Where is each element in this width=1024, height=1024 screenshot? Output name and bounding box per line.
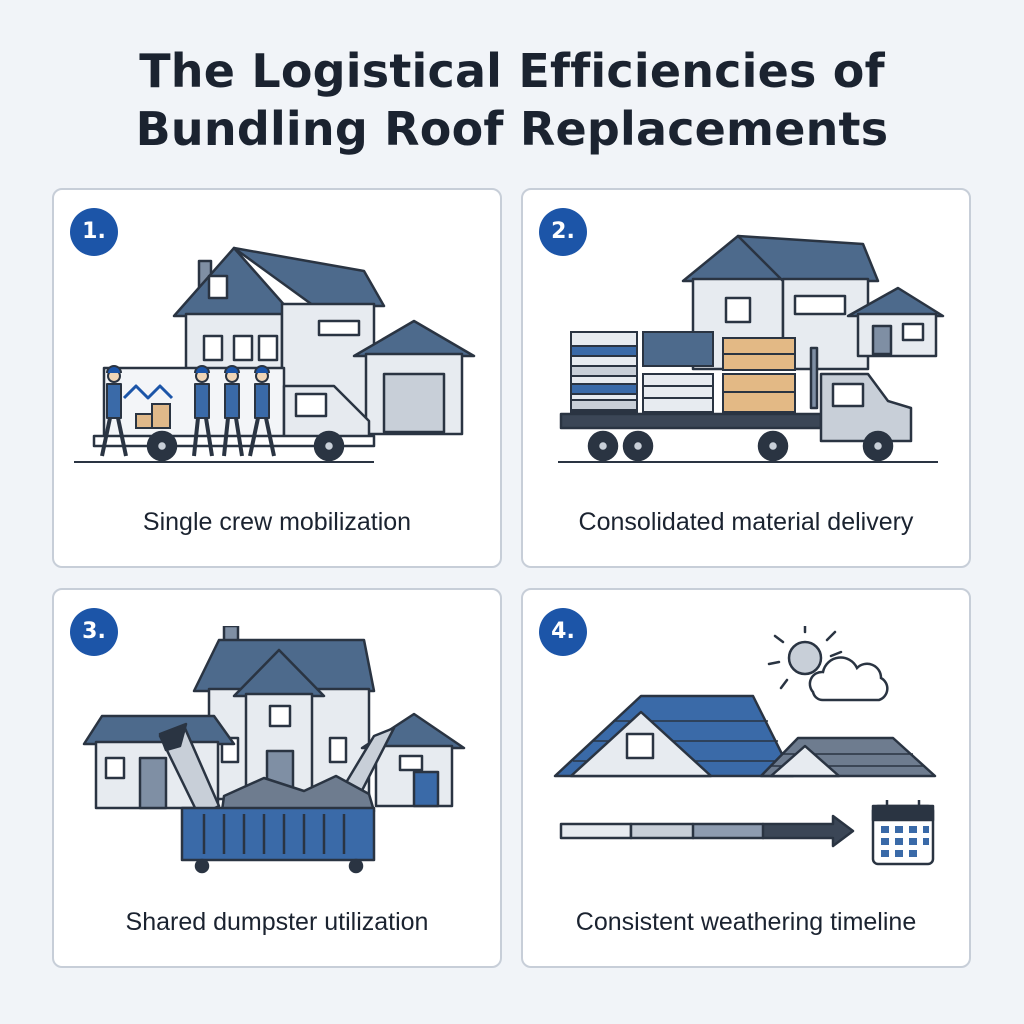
shingle-roofs-icon <box>553 694 937 778</box>
timeline-arrow-icon <box>559 814 855 848</box>
step-number-badge: 1. <box>70 208 118 256</box>
card-single-crew: 1. <box>52 188 502 568</box>
infographic-title: The Logistical Efficiencies of Bundling … <box>0 42 1024 158</box>
crew-workers-icon <box>100 365 276 457</box>
card-weathering-timeline: 4. <box>521 588 971 968</box>
material-boxes-icon <box>135 403 171 429</box>
card-shared-dumpster: 3. <box>52 588 502 968</box>
shingle-pallets-icon <box>570 331 714 413</box>
title-line-1: The Logistical Efficiencies of <box>139 44 885 98</box>
house-cluster-icon <box>681 234 945 371</box>
step-number-badge: 3. <box>70 608 118 656</box>
delivery-illustration <box>558 234 945 463</box>
title-line-2: Bundling Roof Replacements <box>135 102 889 156</box>
sun-cloud-icon <box>767 626 889 702</box>
card-caption: Shared dumpster utilization <box>125 908 429 936</box>
house-cluster-icon <box>82 626 466 810</box>
card-caption: Consistent weathering timeline <box>575 908 917 936</box>
step-number-badge: 4. <box>539 608 587 656</box>
dumpster-icon <box>180 774 376 874</box>
card-caption: Single crew mobilization <box>142 508 412 536</box>
card-caption: Consolidated material delivery <box>578 508 914 536</box>
weathering-illustration <box>553 626 937 866</box>
card-material-delivery: 2. <box>521 188 971 568</box>
dumpster-illustration <box>82 626 466 874</box>
step-number-badge: 2. <box>539 208 587 256</box>
crew-illustration <box>74 246 476 463</box>
calendar-icon <box>871 800 935 866</box>
lumber-pallet-icon <box>722 337 796 413</box>
flatbed-truck-icon <box>559 346 913 462</box>
